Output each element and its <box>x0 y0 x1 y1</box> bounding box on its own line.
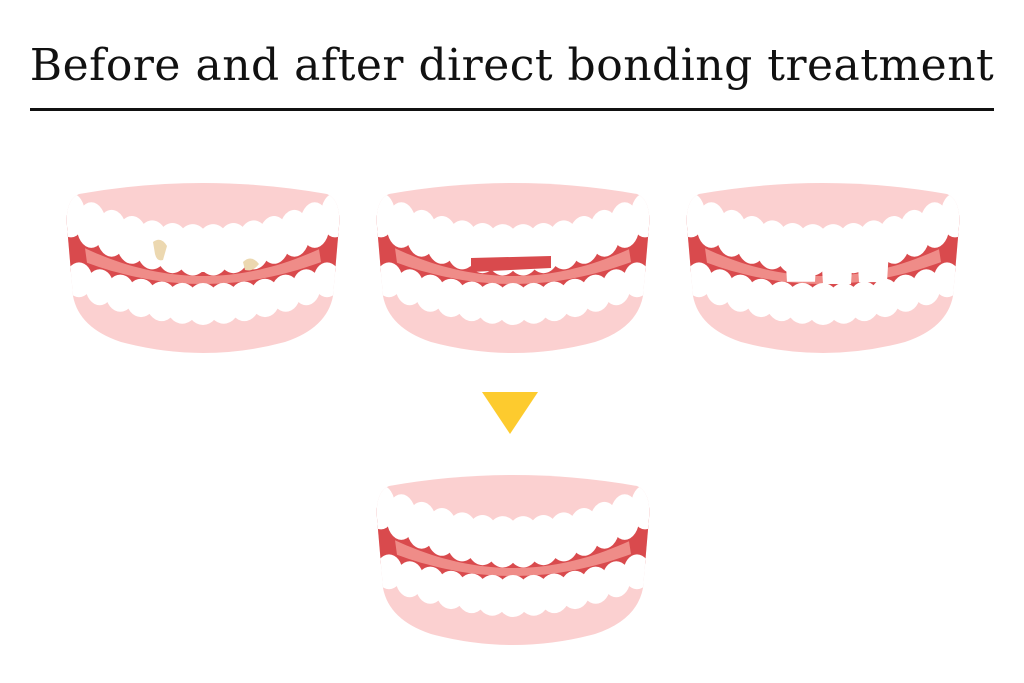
upper-tooth <box>320 193 340 238</box>
upper-tooth <box>630 485 650 530</box>
mouth-icon <box>376 183 650 353</box>
lower-tooth <box>933 262 960 298</box>
title-underline <box>30 108 994 111</box>
mouth-icon <box>66 183 340 353</box>
before-mouth-chipped <box>65 178 341 360</box>
mouth-cavity <box>85 248 321 284</box>
lower-tooth <box>602 269 631 306</box>
upper-tooth <box>940 193 960 238</box>
mouth-inner <box>686 193 960 325</box>
page-title: Before and after direct bonding treatmen… <box>29 40 995 91</box>
before-mouth-gapped <box>685 178 961 360</box>
lower-tooth <box>623 554 650 590</box>
down-triangle-icon <box>482 392 538 434</box>
front-tooth <box>857 249 889 283</box>
mouth-icon <box>376 475 650 645</box>
front-tooth <box>185 234 213 272</box>
lower-tooth <box>623 262 650 298</box>
mouth-inner <box>66 193 340 325</box>
stain-spot <box>153 239 167 261</box>
before-mouth-uneven <box>375 178 651 360</box>
mouth-cavity <box>395 540 631 576</box>
upper-tooth <box>630 193 650 238</box>
front-tooth <box>785 249 817 282</box>
arrow-shape <box>482 392 538 434</box>
uneven-edge <box>471 256 551 272</box>
mouth-cavity <box>395 248 631 284</box>
mouth-icon <box>686 183 960 353</box>
mouth-inner <box>376 485 650 617</box>
lower-tooth <box>912 269 941 306</box>
front-tooth <box>821 251 853 284</box>
after-mouth-restored <box>375 470 651 652</box>
lower-tooth <box>292 269 321 306</box>
lower-tooth <box>313 262 340 298</box>
mouth-inner <box>376 193 650 325</box>
lower-tooth <box>602 561 631 598</box>
stain-spot <box>243 258 259 271</box>
